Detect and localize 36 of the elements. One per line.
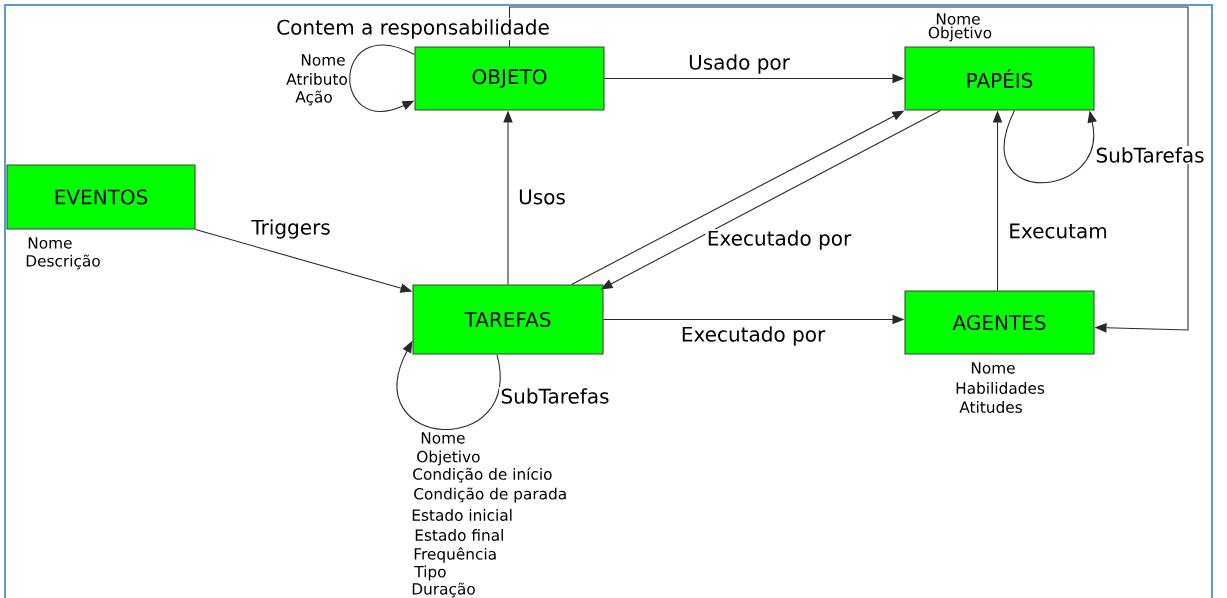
entity-box: PAPÉIS bbox=[904, 46, 1095, 111]
attribute-text: Descrição bbox=[26, 254, 100, 270]
entity-box: EVENTOS bbox=[6, 164, 196, 230]
attribute-text: Nome bbox=[301, 54, 345, 66]
edge-label: Executado por bbox=[705, 229, 853, 251]
edge-label: Executam bbox=[1006, 222, 1110, 240]
attribute-text: Nome bbox=[971, 362, 1015, 374]
attribute-text: Nome bbox=[421, 432, 465, 444]
entity-box: AGENTES bbox=[904, 290, 1095, 355]
attribute-text: Frequência bbox=[414, 547, 496, 563]
edge-label: Usos bbox=[516, 188, 568, 206]
attribute-text: Nome bbox=[28, 237, 72, 249]
edge-label: SubTarefas bbox=[499, 386, 611, 406]
attribute-text: Atributo bbox=[286, 73, 347, 85]
entity-box: OBJETO bbox=[414, 46, 605, 111]
attribute-text: Condição de início bbox=[413, 467, 552, 483]
arrow bbox=[349, 44, 415, 112]
edge-label: Usado por bbox=[686, 53, 792, 75]
entity-box: TAREFAS bbox=[412, 284, 604, 355]
attribute-text: Condição de parada bbox=[414, 487, 566, 503]
attribute-text: Duração bbox=[412, 582, 475, 598]
attribute-text: Habilidades bbox=[956, 382, 1045, 394]
attribute-text: Estado final bbox=[415, 529, 503, 541]
attribute-text: Atitudes bbox=[959, 401, 1022, 413]
arrow bbox=[1003, 110, 1097, 184]
attribute-text: Tipo bbox=[414, 565, 446, 581]
attribute-text: Nome bbox=[936, 13, 980, 25]
edge-label: Triggers bbox=[250, 218, 333, 240]
edge-label: Executado por bbox=[679, 325, 827, 347]
attribute-text: Ação bbox=[295, 90, 332, 106]
attribute-text: Objetivo bbox=[417, 450, 480, 466]
edge-label: SubTarefas bbox=[1094, 145, 1206, 165]
attribute-text: Objetivo bbox=[928, 26, 992, 42]
attribute-text: Estado inicial bbox=[412, 509, 512, 521]
edge-label: Contem a responsabilidade bbox=[274, 18, 552, 40]
arrow bbox=[508, 6, 1189, 333]
